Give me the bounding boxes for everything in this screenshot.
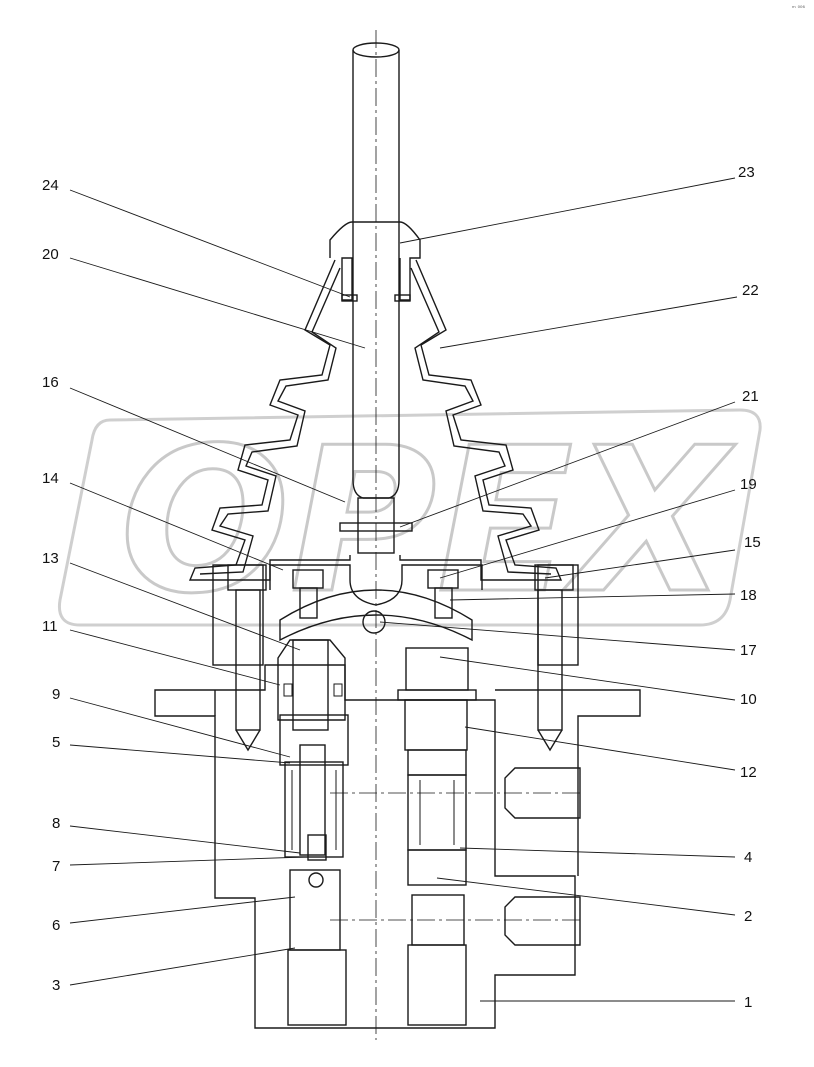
callout-24: 24 [42, 177, 59, 194]
corner-mark: ᵐ ⁰⁰⁶ [792, 5, 805, 12]
callout-10: 10 [740, 691, 757, 708]
callout-23: 23 [738, 164, 755, 181]
pin [339, 522, 413, 532]
port-lower [330, 896, 581, 946]
callout-20: 20 [42, 246, 59, 263]
knob [329, 221, 421, 302]
callout-11: 11 [42, 618, 58, 635]
leader-lines [69, 177, 738, 1002]
callout-14: 14 [42, 470, 59, 487]
callout-3: 3 [52, 977, 60, 994]
callout-7: 7 [52, 858, 60, 875]
callout-9: 9 [52, 686, 60, 703]
callout-5: 5 [52, 734, 60, 751]
callout-6: 6 [52, 917, 60, 934]
right-cartridge [404, 699, 468, 1026]
callout-19: 19 [740, 476, 757, 493]
port-upper [330, 767, 581, 819]
callout-4: 4 [744, 849, 752, 866]
rubber-boot [188, 259, 563, 581]
plunger-left [277, 569, 346, 731]
watermark: OPEX [57, 404, 762, 640]
callout-22: 22 [742, 282, 759, 299]
callout-17: 17 [740, 642, 757, 659]
callout-8: 8 [52, 815, 60, 832]
callout-labels: 23 24 20 22 16 21 14 19 15 13 18 11 17 9… [42, 164, 761, 1011]
callout-15: 15 [744, 534, 761, 551]
left-cartridge [279, 714, 349, 1026]
callout-2: 2 [744, 908, 752, 925]
lever-rod [352, 42, 400, 554]
watermark-text: OPEX [120, 405, 736, 638]
bolt-right [537, 589, 563, 752]
callout-13: 13 [42, 550, 59, 567]
callout-18: 18 [740, 587, 757, 604]
callout-12: 12 [740, 764, 757, 781]
callout-16: 16 [42, 374, 59, 391]
callout-21: 21 [742, 388, 759, 405]
bolt-left [235, 589, 261, 752]
callout-1: 1 [744, 994, 752, 1011]
housing [154, 664, 641, 1029]
